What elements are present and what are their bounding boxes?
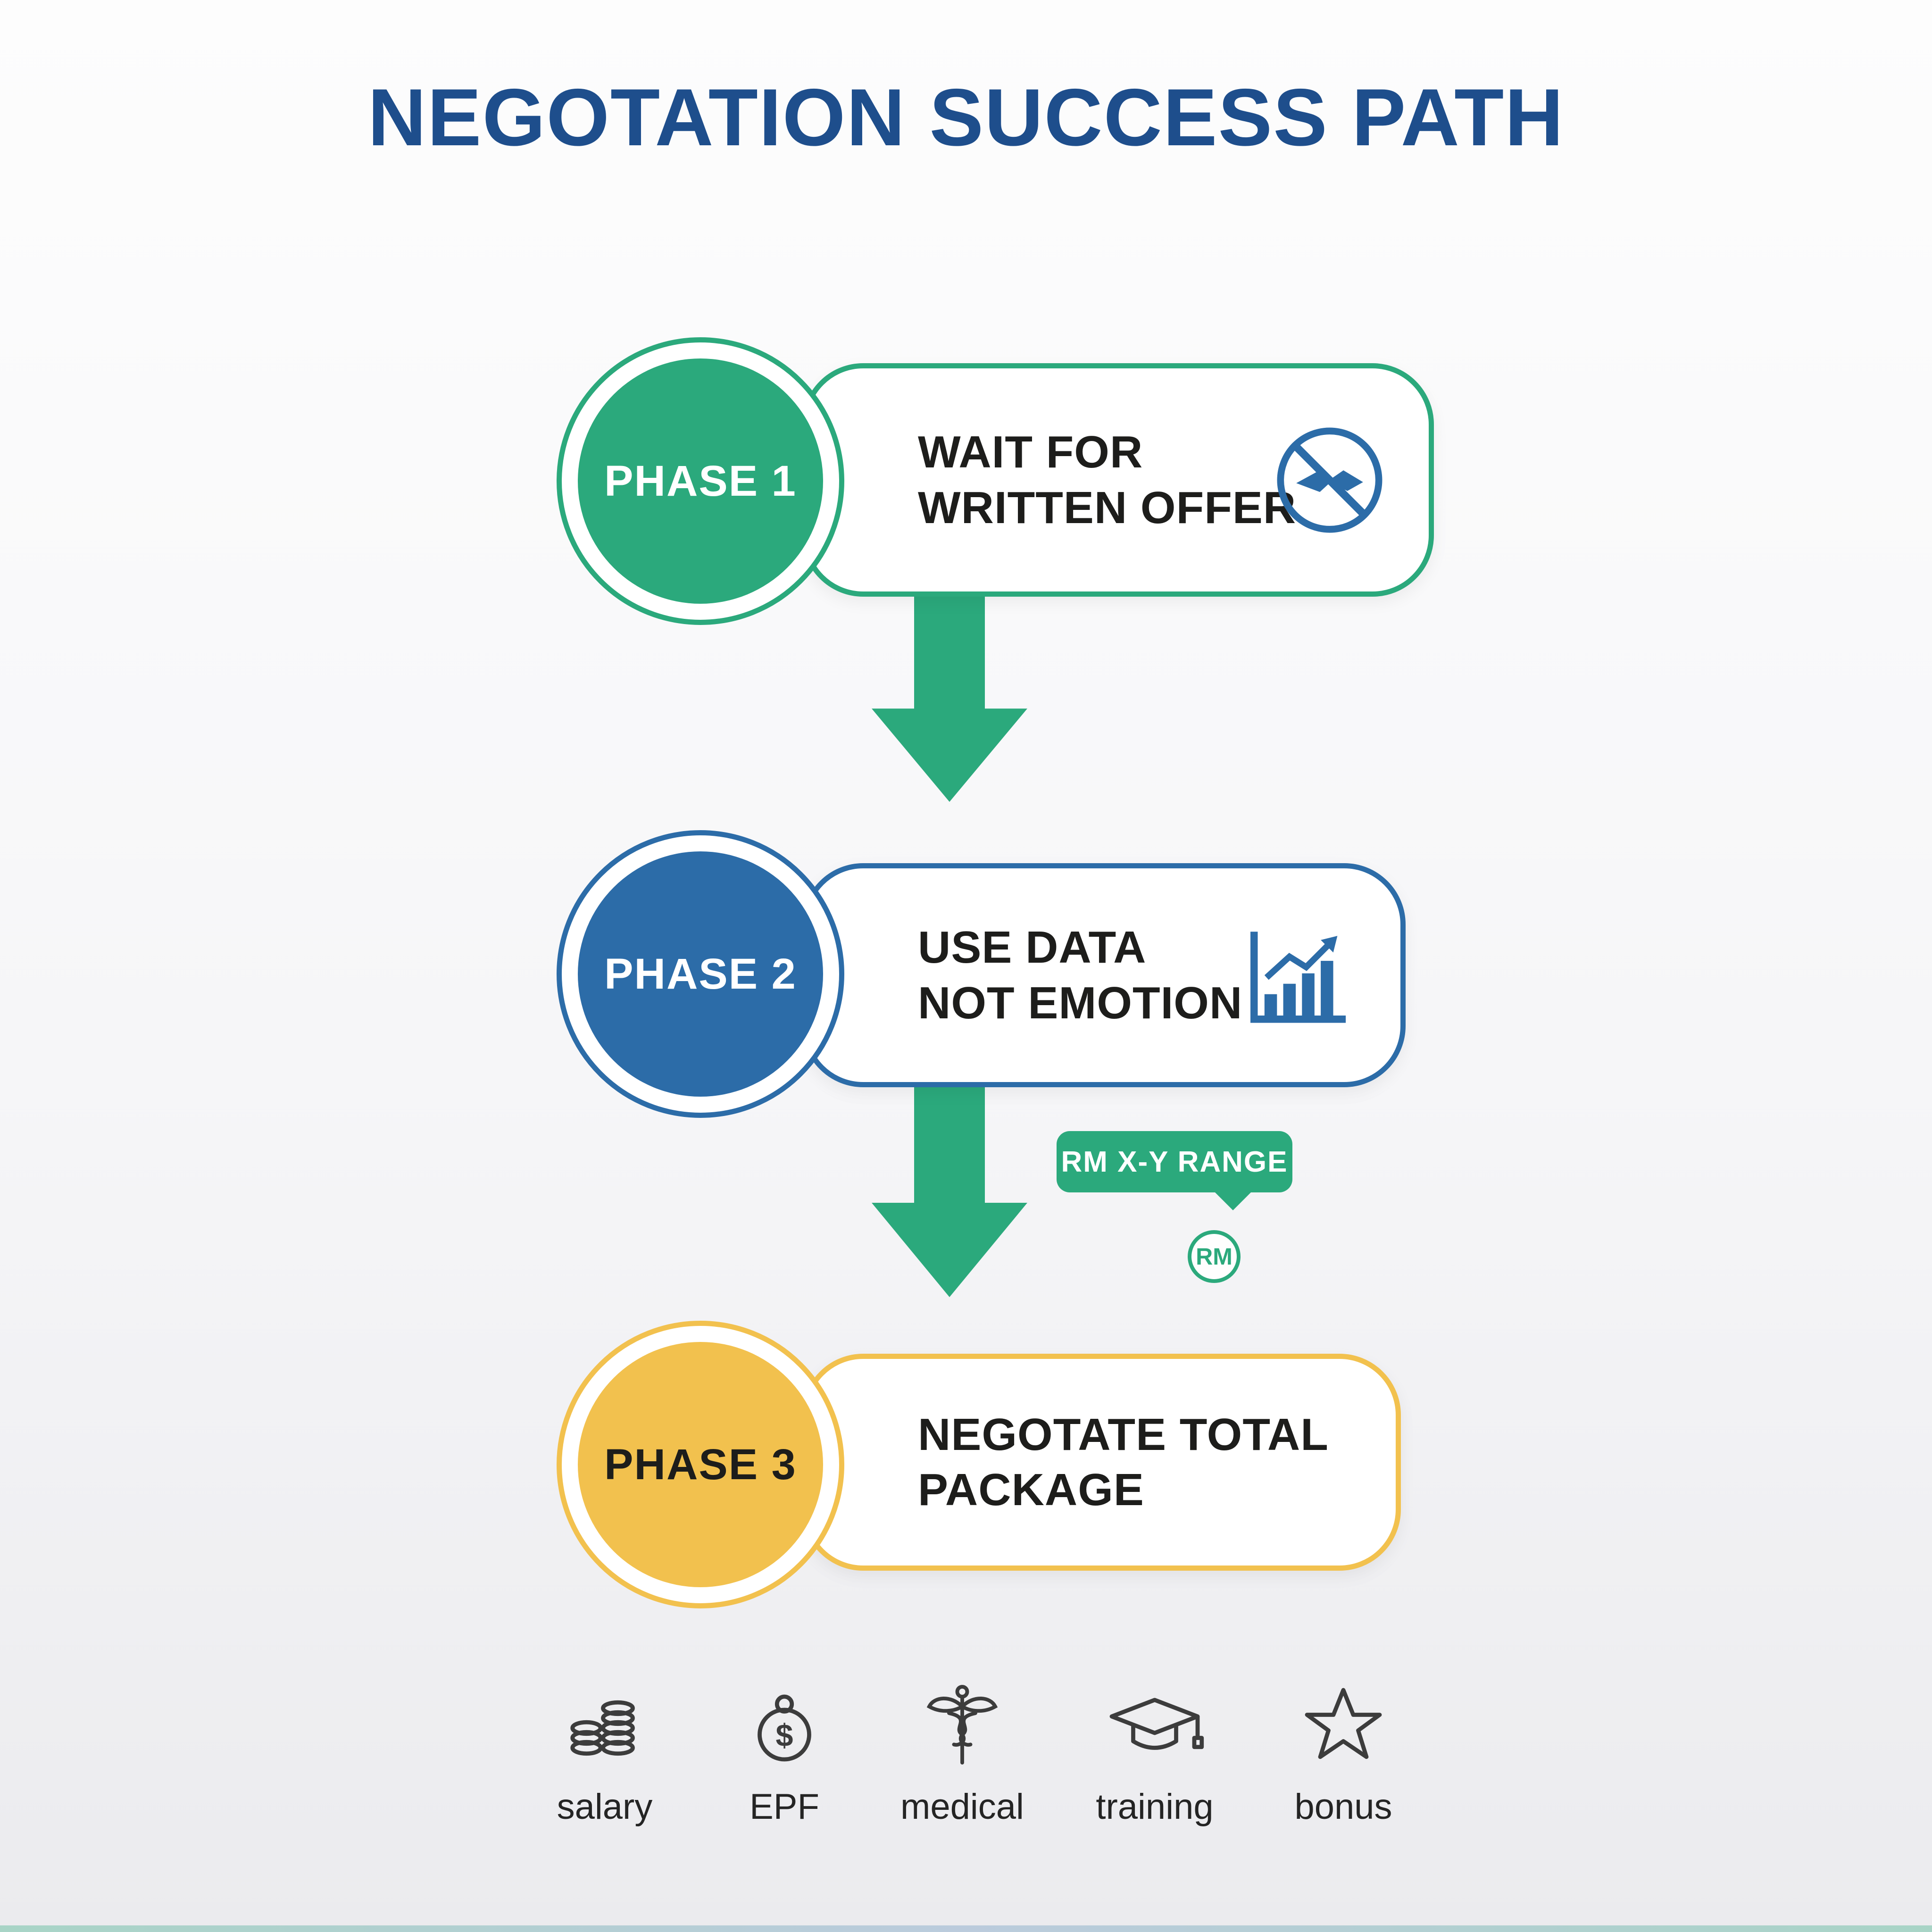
phase-2-circle: PHASE 2 [557,830,844,1118]
coin-dollar-icon: $ [700,1672,869,1776]
phase-1-card: WAIT FOR WRITTEN OFFER [802,363,1434,597]
no-handshake-icon [1271,421,1389,539]
coins-icon [520,1672,690,1776]
phase-3-card: NEGOTATE TOTAL PACKAGE [802,1354,1401,1571]
legend-item-salary: salary [520,1672,690,1827]
phase-2-text: USE DATA NOT EMOTION [807,920,1242,1030]
phase-3-text: NEGOTATE TOTAL PACKAGE [807,1407,1329,1517]
phase-2-line2: NOT EMOTION [918,977,1243,1028]
down-arrow-2-icon [872,1085,1027,1297]
phase-1-label: PHASE 1 [604,457,797,505]
legend-item-epf: $ EPF [700,1672,869,1827]
salary-range-bubble: RM X-Y RANGE [1057,1131,1292,1192]
phase-3-line2: PACKAGE [918,1465,1144,1515]
phase-1-text: WAIT FOR WRITTEN OFFER [807,425,1296,535]
rm-currency-badge: RM [1188,1230,1241,1283]
phase-1-line1: WAIT FOR [918,427,1143,478]
star-icon [1258,1672,1428,1776]
legend-item-medical: medical [877,1672,1047,1827]
legend-label-training: training [1096,1787,1214,1827]
phase-1-circle-fill: PHASE 1 [578,358,823,604]
phase-2-label: PHASE 2 [604,949,797,998]
legend-label-salary: salary [557,1787,653,1827]
bottom-accent-strip [0,1925,1932,1932]
svg-text:$: $ [776,1718,793,1753]
phase-3-circle-fill: PHASE 3 [578,1342,823,1587]
down-arrow-1-icon [872,592,1027,802]
legend-label-epf: EPF [749,1787,819,1827]
bar-chart-icon [1235,913,1360,1038]
caduceus-icon [877,1672,1047,1776]
legend-label-bonus: bonus [1294,1787,1392,1827]
phase-3-circle: PHASE 3 [557,1321,844,1608]
phase-1-line2: WRITTEN OFFER [918,482,1297,533]
phase-2-card: USE DATA NOT EMOTION [802,863,1406,1087]
legend-item-training: training [1070,1672,1240,1827]
legend-item-bonus: bonus [1258,1672,1428,1827]
phase-3-label: PHASE 3 [604,1440,797,1489]
graduation-cap-icon [1070,1672,1240,1776]
phase-2-line1: USE DATA [918,922,1147,973]
legend-label-medical: medical [900,1787,1024,1827]
phase-3-line1: NEGOTATE TOTAL [918,1409,1329,1460]
page-title: NEGOTATION SUCCESS PATH [367,72,1565,163]
phase-1-circle: PHASE 1 [557,337,844,625]
phase-2-circle-fill: PHASE 2 [578,851,823,1097]
